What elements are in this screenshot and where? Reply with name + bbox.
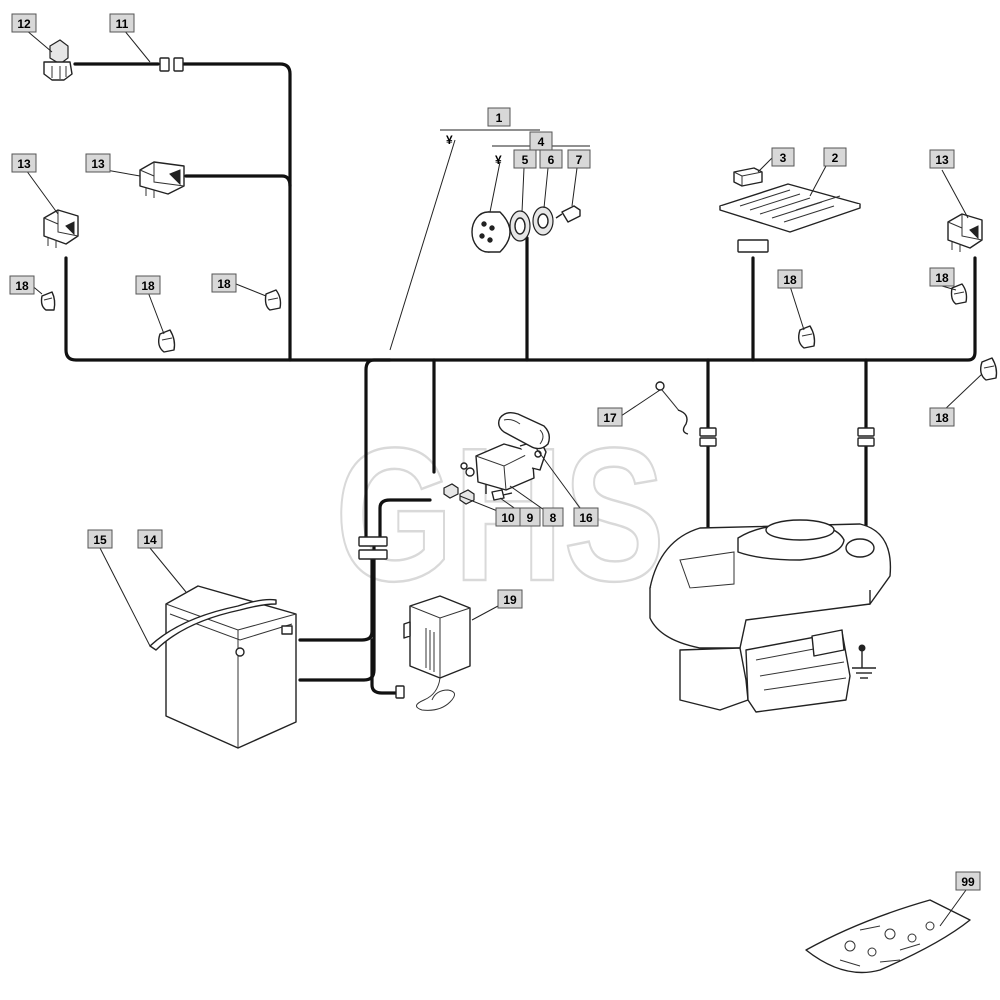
fuse [733,167,763,187]
svg-text:13: 13 [935,153,949,167]
battery-strap [149,598,277,651]
cable-clip [40,291,56,311]
svg-text:18: 18 [15,279,29,293]
callout-6: 6 [539,149,563,169]
svg-text:18: 18 [783,273,797,287]
svg-text:2: 2 [832,151,839,165]
svg-text:3: 3 [780,151,787,165]
callout-9: 9 [519,507,541,527]
asterisk-mark: ¥ [495,153,502,167]
callout-11: 11 [109,13,135,33]
svg-text:6: 6 [548,153,555,167]
safety-switch [139,161,185,198]
wiring-harness [64,62,977,695]
callout-99: 99 [955,871,981,891]
callout-4: 4 [529,131,553,151]
svg-text:99: 99 [961,875,975,889]
circuit-board [719,183,861,233]
callout-1: 1 [487,107,511,127]
callout-19: 19 [497,589,523,609]
svg-text:18: 18 [141,279,155,293]
battery [165,585,297,749]
svg-text:14: 14 [143,533,157,547]
asterisk-mark: ¥ [446,133,453,147]
cable-clip [264,289,282,311]
svg-text:16: 16 [579,511,593,525]
svg-text:10: 10 [501,511,515,525]
svg-text:9: 9 [527,511,534,525]
svg-text:19: 19 [503,593,517,607]
svg-text:18: 18 [217,277,231,291]
engine [649,519,892,713]
svg-text:15: 15 [93,533,107,547]
safety-switch [947,213,983,252]
callout-18: 18 [929,267,955,287]
safety-switch [43,209,79,248]
callout-17: 17 [597,407,623,427]
svg-text:17: 17 [603,411,617,425]
svg-text:8: 8 [550,511,557,525]
callout-15: 15 [87,529,113,549]
leader-lines [25,29,983,927]
ignition-key [555,205,581,223]
svg-text:11: 11 [116,17,129,31]
callout-18: 18 [777,269,803,289]
svg-text:5: 5 [522,153,529,167]
callout-5: 5 [513,149,537,169]
callout-16: 16 [573,507,599,527]
callout-7: 7 [567,149,591,169]
callout-8: 8 [542,507,564,527]
callout-14: 14 [137,529,163,549]
starter-solenoid [460,439,547,494]
svg-text:13: 13 [17,157,31,171]
pressure-switch [43,39,73,81]
cable-clip [797,325,816,349]
switch-nut [509,210,531,242]
callout-13: 13 [11,153,37,173]
svg-text:7: 7 [576,153,583,167]
svg-text:4: 4 [538,135,545,149]
callout-13: 13 [929,149,955,169]
callout-3: 3 [771,147,795,167]
svg-text:18: 18 [935,411,949,425]
callout-12: 12 [11,13,37,33]
callout-10: 10 [495,507,521,527]
hardware-kit [805,899,971,974]
callout-18: 18 [135,275,161,295]
cable-clip [157,329,176,353]
ignition-switch-assembly [471,211,511,253]
svg-text:1: 1 [496,111,503,125]
switch-washer [532,206,554,236]
inline-connector [159,57,875,699]
cable-clip [979,357,998,381]
callout-18: 18 [929,407,955,427]
callout-18: 18 [9,275,35,295]
battery-charger [403,595,471,711]
callout-13: 13 [85,153,111,173]
svg-text:12: 12 [17,17,31,31]
svg-text:13: 13 [91,157,105,171]
svg-text:18: 18 [935,271,949,285]
terminal-cover [497,411,551,450]
cable-clip [950,283,968,305]
callout-18: 18 [211,273,237,293]
callout-2: 2 [823,147,847,167]
solenoid-bolt [491,489,513,501]
